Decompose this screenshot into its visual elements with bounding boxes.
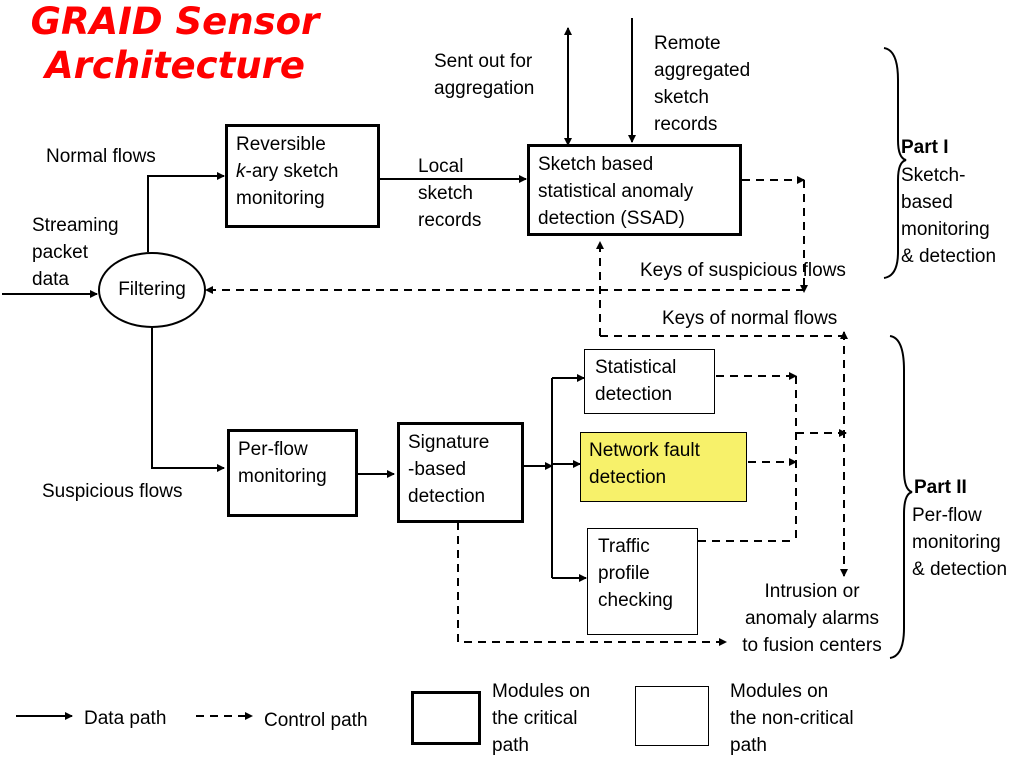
legend-data-path-label: Data path: [84, 708, 167, 729]
sent-out-label: Sent out for aggregation: [434, 51, 535, 99]
statistical-detection-label: Statistical detection: [595, 357, 677, 405]
network-fault-detection-label: Network fault detection: [589, 440, 700, 488]
part2-title: Part II: [914, 477, 967, 498]
traffic-profile-checking-label: Traffic profile checking: [598, 536, 673, 611]
legend-non-critical-box: [635, 686, 709, 746]
legend-critical-box: [411, 691, 481, 745]
keys-normal-label: Keys of normal flows: [662, 308, 838, 329]
suspicious-flows-label: Suspicious flows: [42, 481, 183, 502]
remote-records-label: Remote aggregated sketch records: [654, 33, 751, 135]
keys-suspicious-label: Keys of suspicious flows: [640, 260, 846, 281]
signature-detection-module: Signature -based detection: [397, 422, 524, 523]
sketch-monitoring-label: Reversible k-ary sketch monitoring: [236, 134, 339, 209]
filtering-label: Filtering: [118, 279, 186, 300]
per-flow-monitoring-label: Per-flow monitoring: [238, 439, 327, 487]
filtering-to-sketch-arrow: [147, 172, 225, 252]
sketch-monitoring-module: Reversible k-ary sketch monitoring: [225, 124, 380, 228]
legend-control-path-label: Control path: [264, 710, 368, 731]
normal-flows-label: Normal flows: [46, 146, 156, 167]
local-sketch-records-label: Local sketch records: [418, 156, 482, 231]
filtering-to-perflow-arrow: [151, 328, 225, 472]
signature-to-alarms-arrow: [457, 522, 727, 646]
per-flow-monitoring-module: Per-flow monitoring: [227, 429, 358, 517]
traffic-profile-checking-module: Traffic profile checking: [587, 528, 698, 635]
part1-title: Part I: [901, 137, 949, 158]
alarms-label: Intrusion or anomaly alarms to fusion ce…: [742, 581, 882, 656]
ssad-label: Sketch based statistical anomaly detecti…: [538, 154, 694, 229]
legend-critical-label: Modules on the critical path: [492, 681, 591, 756]
network-fault-detection-module: Network fault detection: [580, 432, 747, 502]
streaming-packet-data-label: Streaming packet data: [32, 215, 119, 290]
diagram-title: GRAID Sensor Architecture: [30, 0, 320, 87]
ssad-module: Sketch based statistical anomaly detecti…: [527, 144, 742, 236]
signature-detection-label: Signature -based detection: [408, 432, 490, 507]
filtering-node: Filtering: [98, 252, 206, 328]
part2-brace: [889, 335, 913, 659]
part1-description: Sketch- based monitoring & detection: [901, 165, 997, 267]
part1-brace: [883, 47, 907, 279]
legend-non-critical-label: Modules on the non-critical path: [730, 681, 854, 756]
part2-description: Per-flow monitoring & detection: [912, 505, 1008, 580]
statistical-detection-module: Statistical detection: [584, 349, 715, 414]
